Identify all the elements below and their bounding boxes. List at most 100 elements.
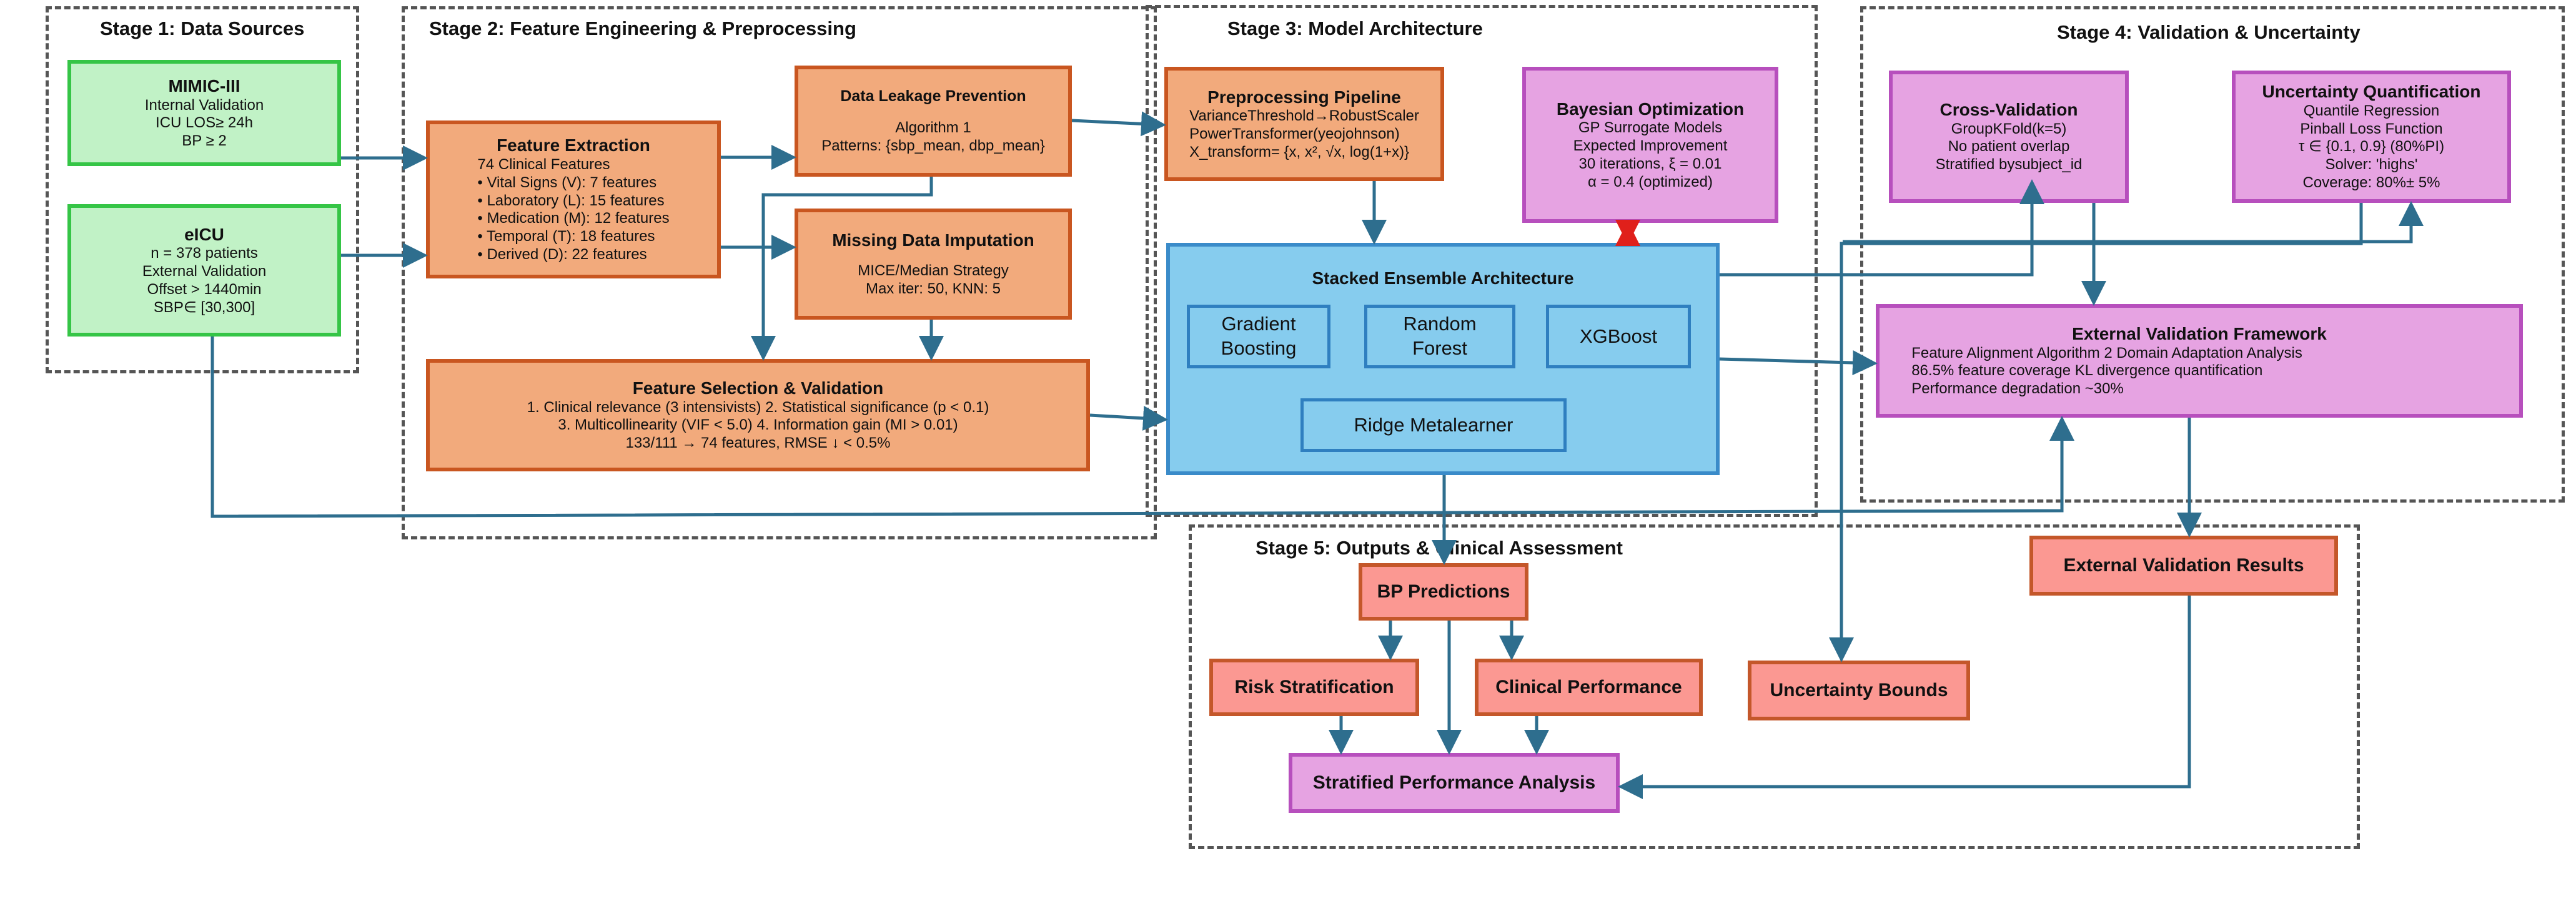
arrow-ensemble-to-uncertainty: [1843, 201, 2424, 243]
eicu-line: External Validation: [142, 263, 267, 280]
eicu-box: eICU n = 378 patients External Validatio…: [67, 204, 341, 337]
arrow-uncertainty-to-bounds: [1829, 203, 2363, 662]
stage-2-title: Stage 2: Feature Engineering & Preproces…: [429, 17, 856, 39]
mimic-iii-box: MIMIC-III Internal Validation ICU LOS≥ 2…: [67, 60, 341, 166]
bayesian-line: GP Surrogate Models: [1578, 119, 1723, 137]
stratified-performance-box: Stratified Performance Analysis: [1289, 753, 1620, 813]
preprocessing-pipeline-box: Preprocessing Pipeline VarianceThreshold…: [1164, 67, 1444, 181]
random-forest-box: Random Forest: [1364, 305, 1515, 368]
stage-3-container: [1146, 5, 1818, 517]
uncertainty-line: Solver: 'highs': [2325, 156, 2418, 174]
stage-2-container: [402, 6, 1157, 539]
imputation-title: Missing Data Imputation: [832, 230, 1034, 250]
random-forest-label: Forest: [1412, 337, 1467, 359]
data-leakage-line: Patterns: {sbp_mean, dbp_mean}: [821, 137, 1045, 154]
gradient-boosting-label: Boosting: [1221, 337, 1297, 359]
imputation-box: Missing Data Imputation MICE/Median Stra…: [795, 209, 1072, 320]
stage-3-title: Stage 3: Model Architecture: [1227, 17, 1483, 39]
eicu-line: Offset > 1440min: [147, 280, 262, 298]
feature-extraction-line: • Temporal (T): 18 features: [477, 228, 655, 245]
risk-stratification-label: Risk Stratification: [1234, 677, 1394, 697]
preprocessing-title: Preprocessing Pipeline: [1207, 87, 1401, 107]
ridge-metalearner-label: Ridge Metalearner: [1354, 413, 1513, 436]
cross-validation-line: No patient overlap: [1948, 138, 2070, 155]
external-framework-title: External Validation Framework: [2072, 324, 2327, 343]
cross-validation-title: Cross-Validation: [1939, 100, 2078, 119]
ensemble-title: Stacked Ensemble Architecture: [1312, 268, 1574, 288]
arrow-leakage-to-selection: [751, 177, 933, 361]
uncertainty-quantification-box: Uncertainty Quantification Quantile Regr…: [2232, 71, 2511, 203]
random-forest-label: Random: [1403, 313, 1477, 335]
feature-selection-line: 3. Multicollinearity (VIF < 5.0) 4. Info…: [558, 416, 958, 434]
feature-selection-title: Feature Selection & Validation: [632, 378, 884, 398]
imputation-line: Max iter: 50, KNN: 5: [865, 280, 1001, 297]
stage-1-container: [46, 6, 359, 373]
external-framework-line: Feature Alignment Algorithm 2 Domain Ada…: [1911, 344, 2302, 361]
data-leakage-line: Algorithm 1: [895, 119, 971, 137]
arrow-selection-to-ensemble: [1089, 405, 1168, 431]
cross-validation-line: Stratified bysubject_id: [1935, 156, 2083, 174]
bayesian-line: Expected Improvement: [1573, 137, 1728, 154]
stage-1-title: Stage 1: Data Sources: [100, 17, 305, 39]
feature-extraction-line: • Vital Signs (V): 7 features: [477, 174, 657, 191]
stage-5-container: [1189, 524, 2360, 849]
stratified-performance-label: Stratified Performance Analysis: [1312, 772, 1596, 793]
xgboost-box: XGBoost: [1546, 305, 1691, 368]
cross-validation-line: GroupKFold(k=5): [1951, 120, 2067, 137]
preprocessing-line: VarianceThreshold→RobustScaler: [1189, 107, 1419, 125]
uncertainty-bounds-box: Uncertainty Bounds: [1748, 661, 1970, 720]
external-framework-line: Performance degradation ~30%: [1911, 380, 2124, 398]
arrow-leakage-to-preprocessing: [1071, 111, 1166, 137]
feature-extraction-line: • Medication (M): 12 features: [477, 210, 670, 227]
eicu-line: n = 378 patients: [151, 245, 258, 262]
feature-selection-line: 133/111 → 74 features, RMSE ↓ < 0.5%: [625, 435, 891, 452]
clinical-performance-label: Clinical Performance: [1495, 677, 1682, 697]
feature-extraction-box: Feature Extraction 74 Clinical Features …: [426, 120, 721, 278]
mimic-line: Internal Validation: [144, 96, 264, 114]
feature-selection-line: 1. Clinical relevance (3 intensivists) 2…: [527, 398, 989, 416]
uncertainty-line: Quantile Regression: [2303, 102, 2440, 119]
uncertainty-bounds-label: Uncertainty Bounds: [1770, 680, 1948, 700]
preprocessing-line: X_transform= {x, x², √x, log(1+x)}: [1189, 143, 1410, 160]
arrow-results-to-stratified: [1618, 596, 2191, 799]
xgboost-label: XGBoost: [1579, 325, 1658, 347]
arrow-ensemble-to-external-framework: [1719, 350, 1878, 376]
external-framework-line: 86.5% feature coverage KL divergence qua…: [1911, 362, 2263, 380]
feature-extraction-title: Feature Extraction: [497, 135, 650, 155]
external-validation-results-box: External Validation Results: [2029, 536, 2338, 596]
cross-validation-box: Cross-Validation GroupKFold(k=5) No pati…: [1889, 71, 2129, 203]
arrow-eicu-to-external-framework: [211, 337, 2074, 518]
gradient-boosting-label: Gradient: [1221, 313, 1296, 335]
uncertainty-title: Uncertainty Quantification: [2262, 82, 2481, 102]
uncertainty-line: Pinball Loss Function: [2300, 120, 2443, 137]
data-leakage-title: Data Leakage Prevention: [840, 87, 1026, 106]
bayesian-line: α = 0.4 (optimized): [1588, 173, 1713, 190]
data-leakage-box: Data Leakage Prevention Algorithm 1 Patt…: [795, 66, 1072, 177]
bp-predictions-label: BP Predictions: [1377, 581, 1510, 602]
external-validation-results-label: External Validation Results: [2063, 555, 2304, 576]
gradient-boosting-box: Gradient Boosting: [1187, 305, 1330, 368]
feature-extraction-line: • Laboratory (L): 15 features: [477, 192, 665, 209]
ridge-metalearner-box: Ridge Metalearner: [1300, 398, 1567, 452]
uncertainty-line: τ ∈ {0.1, 0.9} (80%PI): [2298, 138, 2445, 155]
eicu-title: eICU: [184, 224, 224, 244]
mimic-line: ICU LOS≥ 24h: [156, 114, 253, 132]
preprocessing-line: PowerTransformer(yeojohnson): [1189, 125, 1400, 142]
external-validation-framework-box: External Validation Framework Feature Al…: [1876, 304, 2523, 418]
stage-4-title: Stage 4: Validation & Uncertainty: [2057, 21, 2361, 43]
uncertainty-line: Coverage: 80%± 5%: [2302, 174, 2440, 191]
bayesian-line: 30 iterations, ξ = 0.01: [1578, 155, 1722, 172]
risk-stratification-box: Risk Stratification: [1209, 659, 1419, 716]
feature-extraction-line: 74 Clinical Features: [477, 155, 610, 173]
bayesian-title: Bayesian Optimization: [1556, 99, 1745, 119]
feature-selection-box: Feature Selection & Validation 1. Clinic…: [426, 359, 1090, 471]
mimic-line: BP ≥ 2: [182, 132, 227, 150]
mimic-title: MIMIC-III: [168, 76, 240, 96]
feature-extraction-line: • Derived (D): 22 features: [477, 245, 647, 263]
clinical-performance-box: Clinical Performance: [1475, 659, 1703, 716]
eicu-line: SBP∈ [30,300]: [153, 298, 255, 316]
imputation-line: MICE/Median Strategy: [858, 262, 1009, 279]
bp-predictions-box: BP Predictions: [1359, 563, 1528, 621]
bayesian-optimization-box: Bayesian Optimization GP Surrogate Model…: [1522, 67, 1778, 223]
